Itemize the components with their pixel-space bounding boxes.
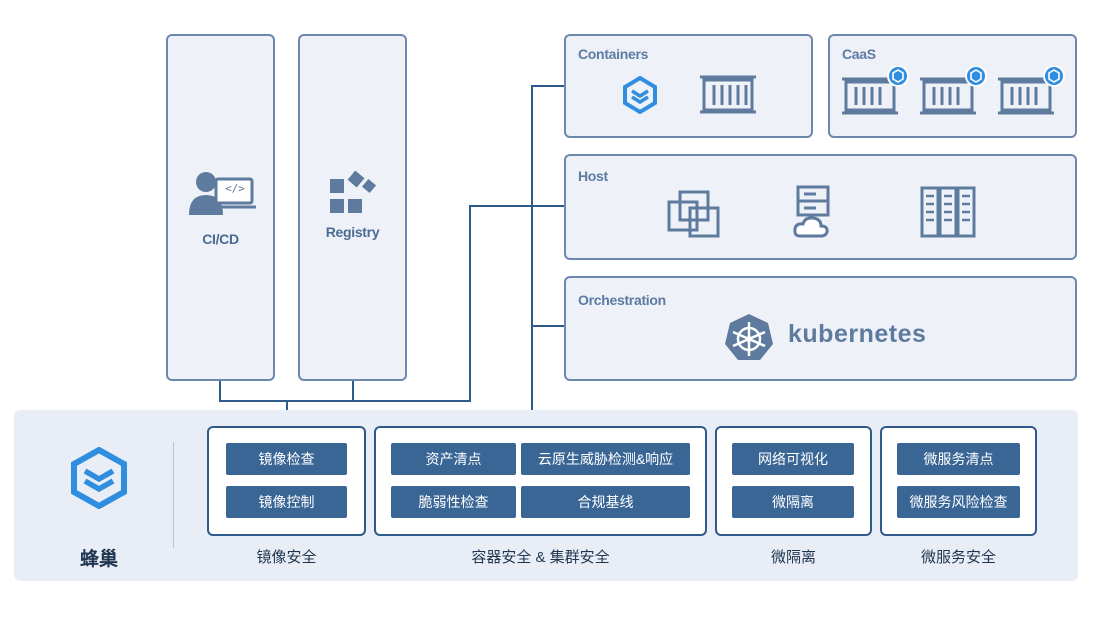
- kubernetes-wordmark: kubernetes: [788, 320, 927, 348]
- network-visualization-button[interactable]: 网络可视化: [732, 443, 854, 475]
- micro-isolation-group: 网络可视化 微隔离: [715, 426, 872, 536]
- server-rack-icon: [918, 184, 980, 242]
- micro-isolation-button[interactable]: 微隔离: [732, 486, 854, 518]
- caas-container-icon-2: [918, 65, 988, 116]
- brand-name: 蜂巢: [79, 549, 118, 570]
- virtual-machines-icon: [666, 184, 722, 240]
- beehive-icon: [621, 75, 659, 115]
- microservice-inventory-button[interactable]: 微服务清点: [897, 443, 1020, 475]
- containers-label: Containers: [578, 46, 649, 62]
- registry-blocks-icon: [326, 170, 382, 217]
- cloud-server-icon: [792, 184, 838, 242]
- micro-isolation-title: 微隔离: [770, 549, 816, 566]
- beehive-logo-icon: [68, 446, 130, 510]
- image-security-title: 镜像安全: [256, 549, 317, 566]
- image-security-group: 镜像检查 镜像控制: [207, 426, 366, 536]
- caas-label: CaaS: [842, 46, 876, 62]
- image-control-button[interactable]: 镜像控制: [226, 486, 347, 518]
- host-panel: Host: [564, 154, 1077, 260]
- registry-label: Registry: [325, 224, 380, 240]
- host-label: Host: [578, 168, 608, 184]
- microservice-risk-check-button[interactable]: 微服务风险检查: [897, 486, 1020, 518]
- registry-panel: Registry: [298, 34, 407, 381]
- containers-panel: Containers: [564, 34, 813, 138]
- kubernetes-helm-icon: [724, 312, 774, 362]
- caas-container-icon-1: [840, 65, 910, 116]
- cicd-panel: </> CI/CD: [166, 34, 275, 381]
- microservice-security-title: 微服务安全: [920, 549, 996, 566]
- container-box-icon: [698, 74, 758, 114]
- image-check-button[interactable]: 镜像检查: [226, 443, 347, 475]
- vulnerability-check-button[interactable]: 脆弱性检查: [391, 486, 516, 518]
- brand-divider: [173, 442, 174, 548]
- microservice-security-group: 微服务清点 微服务风险检查: [880, 426, 1037, 536]
- container-security-title: 容器安全 & 集群安全: [471, 549, 610, 566]
- cicd-label: CI/CD: [202, 231, 239, 247]
- threat-detection-button[interactable]: 云原生威胁检测&响应: [521, 443, 690, 475]
- container-security-group: 资产清点 云原生威胁检测&响应 脆弱性检查 合规基线: [374, 426, 707, 536]
- orchestration-panel: Orchestration kubernetes: [564, 276, 1077, 381]
- asset-inventory-button[interactable]: 资产清点: [391, 443, 516, 475]
- compliance-baseline-button[interactable]: 合规基线: [521, 486, 690, 518]
- code-screen-text: </>: [225, 182, 245, 195]
- caas-container-icon-3: [996, 65, 1066, 116]
- developer-icon: </>: [186, 169, 256, 219]
- orchestration-label: Orchestration: [578, 292, 666, 308]
- caas-panel: CaaS: [828, 34, 1077, 138]
